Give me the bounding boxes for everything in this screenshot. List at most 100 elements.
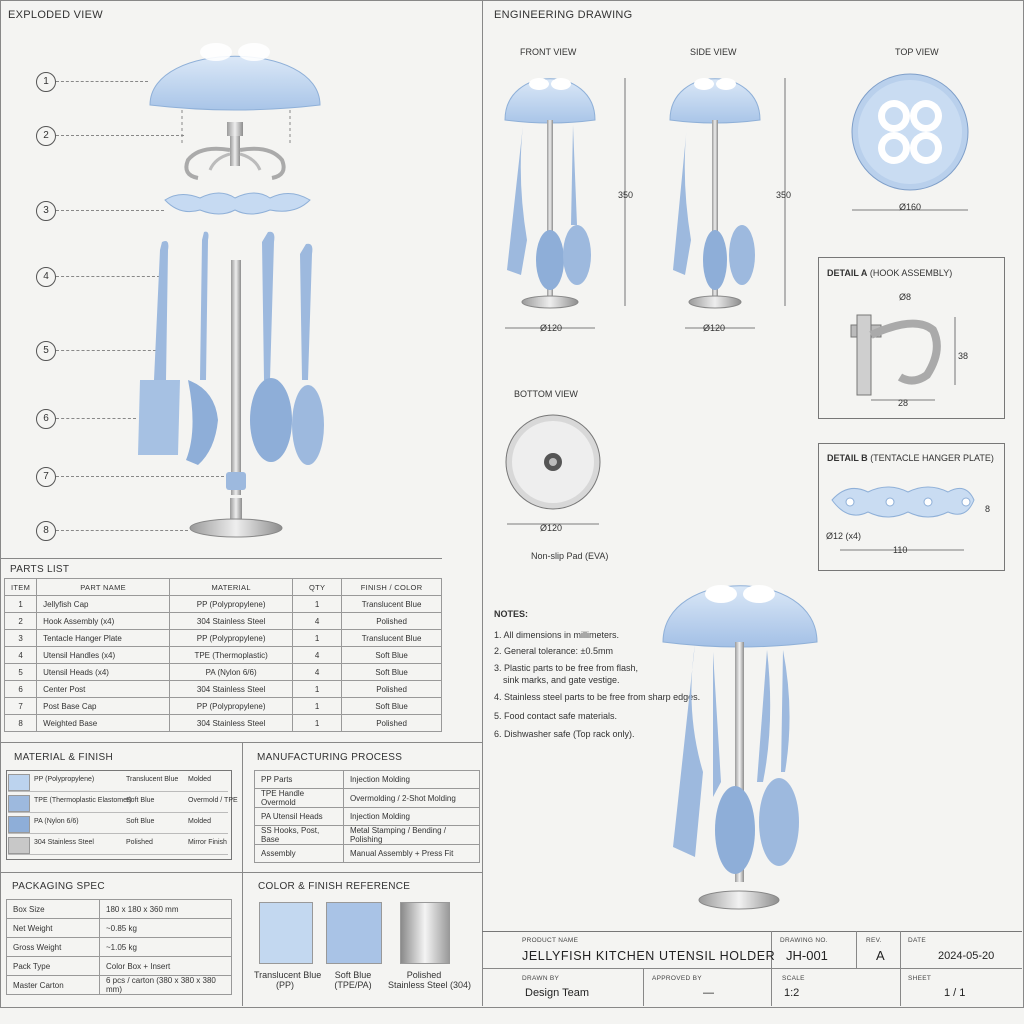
front-height-dim: 350 bbox=[618, 190, 634, 200]
drawn-by: Design Team bbox=[525, 987, 589, 999]
callout-1: 1 bbox=[36, 72, 56, 92]
material-material: TPE (Thermoplastic Elastomer) bbox=[34, 797, 132, 804]
front-side-views bbox=[504, 78, 786, 329]
vertical-divider bbox=[482, 0, 483, 1006]
note-5: 5. Food contact safe materials. bbox=[494, 711, 618, 721]
hook-width-dim: 28 bbox=[898, 398, 909, 408]
bottom-view-label: BOTTOM VIEW bbox=[514, 389, 578, 399]
hook-dia-dim: Ø8 bbox=[899, 292, 912, 302]
material-material: PP (Polypropylene) bbox=[34, 776, 95, 783]
note-3: 3. Plastic parts to be free from flash, bbox=[494, 663, 639, 673]
engineering-drawing-title: ENGINEERING DRAWING bbox=[494, 9, 633, 21]
material-process: Molded bbox=[188, 818, 211, 825]
swatch-stainless bbox=[400, 902, 450, 964]
swatch-1-label: Translucent Blue(PP) bbox=[254, 970, 322, 990]
material-color: Soft Blue bbox=[126, 818, 155, 825]
front-base-dim: Ø120 bbox=[540, 323, 563, 333]
top-view bbox=[851, 73, 969, 211]
callout-2: 2 bbox=[36, 126, 56, 146]
top-view-label: TOP VIEW bbox=[895, 47, 939, 57]
material-row: PP (Polypropylene) Translucent Blue Molded bbox=[8, 773, 228, 792]
note-4: 4. Stainless steel parts to be free from… bbox=[494, 692, 701, 702]
detail-a-title: DETAIL A (HOOK ASSEMBLY) bbox=[827, 268, 953, 278]
swatch-2-label: Soft Blue(TPE/PA) bbox=[334, 970, 372, 990]
callout-6: 6 bbox=[36, 409, 56, 429]
hanger-holes-dim: Ø12 (x4) bbox=[826, 531, 862, 541]
exploded-view-title: EXPLODED VIEW bbox=[8, 9, 103, 21]
scale-value: 1:2 bbox=[784, 987, 800, 999]
color-ref-title: COLOR & FINISH REFERENCE bbox=[258, 881, 411, 892]
note-2: 2. General tolerance: ±0.5mm bbox=[494, 646, 613, 656]
top-dia-dim: Ø160 bbox=[899, 202, 922, 212]
material-material: 304 Stainless Steel bbox=[34, 839, 94, 846]
material-swatch bbox=[8, 774, 30, 791]
callout-8: 8 bbox=[36, 521, 56, 541]
notes-title: NOTES: bbox=[494, 609, 529, 619]
title-block bbox=[482, 931, 1022, 1007]
callout-3: 3 bbox=[36, 201, 56, 221]
material-material: PA (Nylon 6/6) bbox=[34, 818, 79, 825]
approved-by: — bbox=[703, 987, 714, 999]
material-row: TPE (Thermoplastic Elastomer)Soft Blue Ov… bbox=[8, 794, 238, 813]
side-height-dim: 350 bbox=[776, 190, 792, 200]
material-process: Overmold / TPE bbox=[188, 797, 238, 804]
exploded-illustration bbox=[138, 43, 324, 538]
material-color: Soft Blue bbox=[126, 797, 155, 804]
material-swatch bbox=[8, 795, 30, 812]
side-base-dim: Ø120 bbox=[703, 323, 726, 333]
scale-caption: SCALE bbox=[782, 975, 805, 982]
table-row: Gross Weight~1.05 kg bbox=[6, 937, 232, 957]
material-swatch bbox=[8, 837, 30, 854]
material-swatch bbox=[8, 816, 30, 833]
note-1: 1. All dimensions in millimeters. bbox=[494, 630, 620, 640]
parts-list-header: ITEM PART NAME MATERIAL QTY FINISH / COL… bbox=[3, 578, 442, 596]
bottom-dia-dim: Ø120 bbox=[540, 523, 563, 533]
manufacturing-title: MANUFACTURING PROCESS bbox=[257, 752, 403, 763]
material-process: Molded bbox=[188, 776, 211, 783]
assembled-render bbox=[662, 585, 818, 910]
material-color: Translucent Blue bbox=[126, 776, 179, 783]
material-color: Polished bbox=[126, 839, 153, 846]
drawing-no: JH-001 bbox=[786, 948, 828, 963]
drawn-by-caption: DRAWN BY bbox=[522, 975, 560, 982]
material-finish-title: MATERIAL & FINISH bbox=[14, 752, 114, 763]
sheet-caption: SHEET bbox=[908, 975, 932, 982]
note-3-cont: sink marks, and gate vestige. bbox=[503, 675, 620, 685]
hook-height-dim: 38 bbox=[958, 351, 969, 361]
table-row: Net Weight~0.85 kg bbox=[6, 918, 232, 938]
hook-detail-illustration bbox=[850, 314, 956, 401]
rev-caption: REV. bbox=[866, 937, 882, 944]
rev-value: A bbox=[876, 948, 885, 963]
callout-5: 5 bbox=[36, 341, 56, 361]
swatch-translucent-blue bbox=[259, 902, 313, 964]
approved-by-caption: APPROVED BY bbox=[652, 975, 702, 982]
packaging-title: PACKAGING SPEC bbox=[12, 881, 105, 892]
date-caption: DATE bbox=[908, 937, 927, 944]
parts-list-title: PARTS LIST bbox=[10, 564, 70, 575]
detail-b-title: DETAIL B (TENTACLE HANGER PLATE) bbox=[827, 453, 994, 463]
material-finish-box bbox=[6, 770, 232, 860]
hanger-thk-dim: 8 bbox=[985, 504, 991, 514]
sheet-value: 1 / 1 bbox=[944, 987, 966, 999]
product-name: JELLYFISH KITCHEN UTENSIL HOLDER bbox=[522, 949, 776, 963]
swatch-soft-blue bbox=[326, 902, 382, 964]
